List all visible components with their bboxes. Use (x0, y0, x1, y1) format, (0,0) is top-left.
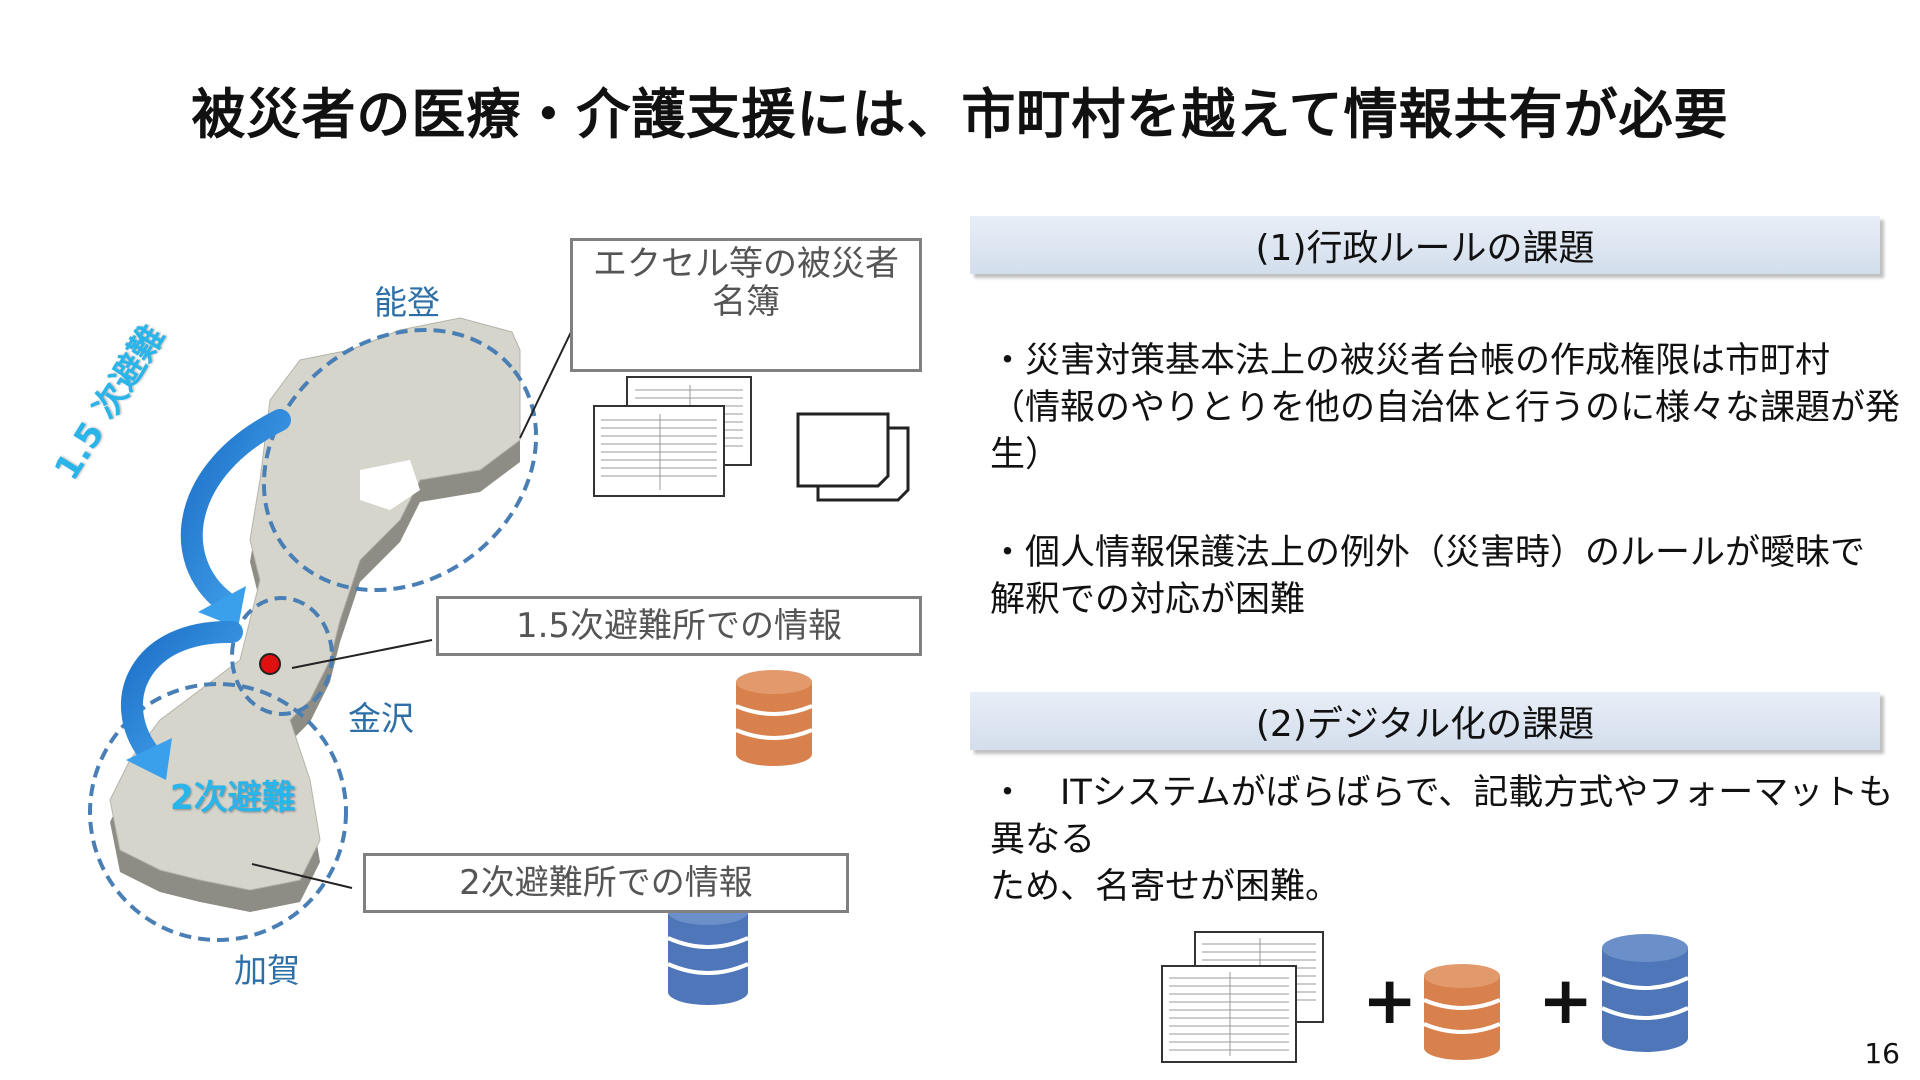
section1-bullet2-line2: 解釈での対応が困難 (990, 580, 1306, 620)
section2-bullet1-line1: ・ ITシステムがばらばらで、記載方式やフォーマットも異なる (990, 773, 1894, 860)
plus-sign-2: + (1538, 962, 1594, 1039)
section1-heading-bar: (1)行政ルールの課題 (970, 216, 1880, 274)
evac-15-arrow (180, 409, 291, 613)
excel-roster-box: エクセル等の被災者 名簿 (570, 238, 922, 372)
plus-sign-1: + (1362, 962, 1418, 1039)
kanazawa-red-dot (259, 653, 281, 675)
section1-bullet1: ・災害対策基本法上の被災者台帳の作成権限は市町村 （情報のやりとりを他の自治体と… (990, 338, 1920, 479)
evac-2-arrow (121, 620, 243, 763)
evac-2-info-box: 2次避難所での情報 (363, 853, 849, 913)
place-noto: 能登 (374, 283, 440, 322)
section1-bullet1-line3: 生） (990, 435, 1061, 475)
orange-database-icon (735, 670, 813, 766)
bottom-blue-database-icon (1601, 934, 1689, 1052)
bottom-combination-graphic (1161, 931, 1689, 1063)
section2-bullet1: ・ ITシステムがばらばらで、記載方式やフォーマットも異なる ため、名寄せが困難… (990, 770, 1920, 911)
evac-15-arrowhead (198, 586, 246, 628)
box15-leader-line (291, 639, 433, 669)
evac-15-info-label: 1.5次避難所での情報 (515, 606, 843, 646)
bottom-orange-database-icon (1423, 964, 1501, 1060)
evac-15-info-box: 1.5次避難所での情報 (436, 596, 922, 656)
blank-pages-icon (796, 412, 910, 502)
evac-2-info-label: 2次避難所での情報 (459, 863, 753, 903)
section1-bullet2-line1: ・個人情報保護法上の例外（災害時）のルールが曖昧で (990, 533, 1866, 573)
box2-leader-line (251, 863, 353, 889)
spreadsheet-docs-icon (593, 376, 752, 497)
section2-heading-bar: (2)デジタル化の課題 (970, 692, 1880, 750)
excel-box-line2: 名簿 (712, 282, 780, 322)
section1-bullet2: ・個人情報保護法上の例外（災害時）のルールが曖昧で 解釈での対応が困難 (990, 530, 1920, 624)
page-number: 16 (1864, 1037, 1900, 1070)
place-kanazawa: 金沢 (348, 699, 414, 738)
kanazawa-region-ellipse (230, 596, 334, 716)
excel-leader-line (519, 329, 573, 439)
excel-box-line1: エクセル等の被災者 (593, 244, 899, 284)
blue-database-icon (667, 899, 749, 1005)
section2-heading: (2)デジタル化の課題 (1255, 704, 1595, 745)
section1-heading: (1)行政ルールの課題 (1255, 228, 1595, 269)
bottom-spreadsheet-docs-icon (1161, 931, 1324, 1063)
section1-bullet1-line1: ・災害対策基本法上の被災者台帳の作成権限は市町村 (990, 341, 1831, 381)
ishikawa-map-shape (109, 317, 521, 912)
evac-2-label: 2次避難 (170, 778, 296, 818)
evac-2-arrowhead (126, 738, 172, 780)
section2-bullet1-line2: ため、名寄せが困難。 (990, 867, 1341, 907)
kaga-region-ellipse (88, 682, 348, 942)
noto-region-ellipse (261, 327, 539, 593)
map-diagram (88, 317, 910, 1005)
page-title: 被災者の医療・介護支援には、市町村を越えて情報共有が必要 (191, 83, 1729, 146)
place-kaga: 加賀 (234, 951, 300, 990)
section1-bullet1-line2: （情報のやりとりを他の自治体と行うのに様々な課題が発 (990, 388, 1901, 428)
